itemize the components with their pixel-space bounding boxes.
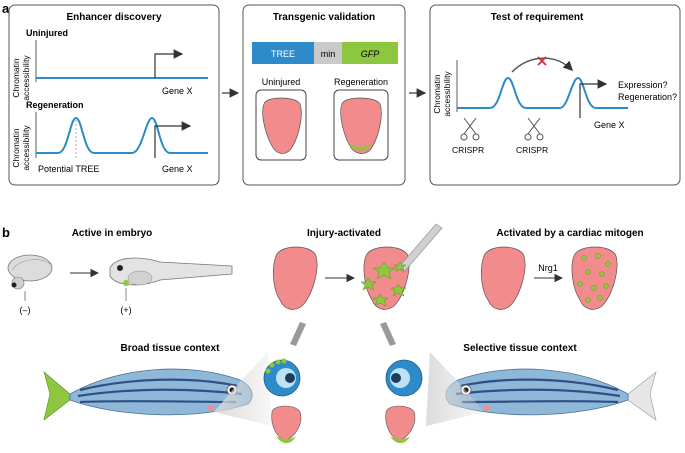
peaks-accessibility-line [36, 116, 208, 154]
regeneration-label: Regeneration [26, 100, 84, 110]
axis-label-line2: accessibility [21, 55, 31, 101]
blocked-x-icon [537, 56, 547, 66]
regeneration-heart [340, 97, 382, 154]
gene-x-label-bottom: Gene X [162, 164, 193, 174]
panel-b-label: b [2, 225, 10, 240]
minus-label: (–) [20, 305, 31, 315]
injured-heart [363, 246, 410, 310]
test-of-requirement-title: Test of requirement [491, 12, 584, 23]
selective-eye-zoom [385, 359, 423, 397]
gene-arrow-top [154, 49, 184, 78]
uninjured-heart-frame [255, 89, 307, 161]
axis-label-line1-c: Chromatin [432, 74, 442, 113]
uninjured-heart-b [273, 246, 318, 310]
regeneration-heart-frame [333, 89, 389, 161]
scissors-icon-2 [524, 117, 544, 141]
mitogen-title: Activated by a cardiac mitogen [496, 228, 643, 239]
axis-label-line1-b: Chromatin [11, 128, 21, 167]
potential-tree-label: Potential TREE [38, 164, 99, 174]
crispr-label-2: CRISPR [516, 145, 548, 155]
construct-tree-label: TREE [271, 49, 295, 59]
panel-a-label: a [2, 1, 10, 16]
gene-arrow-c [579, 79, 608, 118]
zebrafish-broad [43, 368, 253, 421]
gene-x-label-top: Gene X [162, 86, 193, 96]
gene-arrow-bottom [154, 121, 192, 158]
injury-needle [397, 223, 443, 273]
proliferation-dots [577, 253, 611, 303]
construct-gfp [342, 42, 398, 64]
construct-tree [252, 42, 314, 64]
broad-context-title: Broad tissue context [121, 343, 221, 354]
axis-label-line1: Chromatin [11, 58, 21, 97]
selective-eye-needle [380, 322, 396, 346]
nrg1-label: Nrg1 [538, 263, 558, 273]
transgenic-validation-title: Transgenic validation [273, 12, 375, 23]
expression-question: Expression? [618, 80, 668, 90]
broad-eye-zoom [263, 358, 301, 397]
regulation-arrow [511, 57, 573, 73]
uninjured-label: Uninjured [26, 28, 68, 38]
broad-eye-beam [214, 352, 272, 426]
selective-heart [385, 405, 416, 441]
injury-bursts [360, 261, 407, 307]
regenerating-tip [349, 143, 372, 151]
selective-context-title: Selective tissue context [463, 343, 577, 354]
heart-before-nrg1 [481, 246, 526, 310]
regeneration-question: Regeneration? [618, 92, 677, 102]
broad-heart [271, 405, 302, 441]
uninjured-label-2: Uninjured [262, 77, 301, 87]
enhancer-discovery-title: Enhancer discovery [66, 12, 161, 23]
test-of-requirement-box [429, 4, 681, 186]
embryo-inactive [7, 254, 53, 290]
construct-gfp-label: GFP [361, 49, 380, 59]
broad-heart-tip [276, 436, 296, 444]
construct-min [314, 42, 342, 64]
transgenic-validation-box [242, 4, 406, 186]
axis-label-line2-c: accessibility [442, 71, 452, 117]
axis-label-line2-b: accessibility [21, 125, 31, 171]
injury-title: Injury-activated [307, 228, 381, 239]
selective-heart-tip [390, 436, 410, 444]
accessibility-line-c [457, 76, 628, 109]
enhancer-discovery-box [8, 4, 220, 186]
selective-eye-beam [426, 352, 484, 426]
regeneration-label-2: Regeneration [334, 77, 388, 87]
crispr-label-1: CRISPR [452, 145, 484, 155]
broad-eye-needle [290, 322, 306, 346]
uninjured-heart [262, 97, 302, 154]
plus-label: (+) [120, 305, 131, 315]
zebrafish-selective [445, 368, 657, 421]
active-embryo-title: Active in embryo [72, 228, 153, 239]
embryo-active [109, 257, 233, 286]
scissors-icon-1 [460, 117, 480, 141]
gene-x-label-c: Gene X [594, 120, 625, 130]
construct-min-label: min [321, 49, 336, 59]
heart-after-nrg1 [571, 246, 618, 310]
